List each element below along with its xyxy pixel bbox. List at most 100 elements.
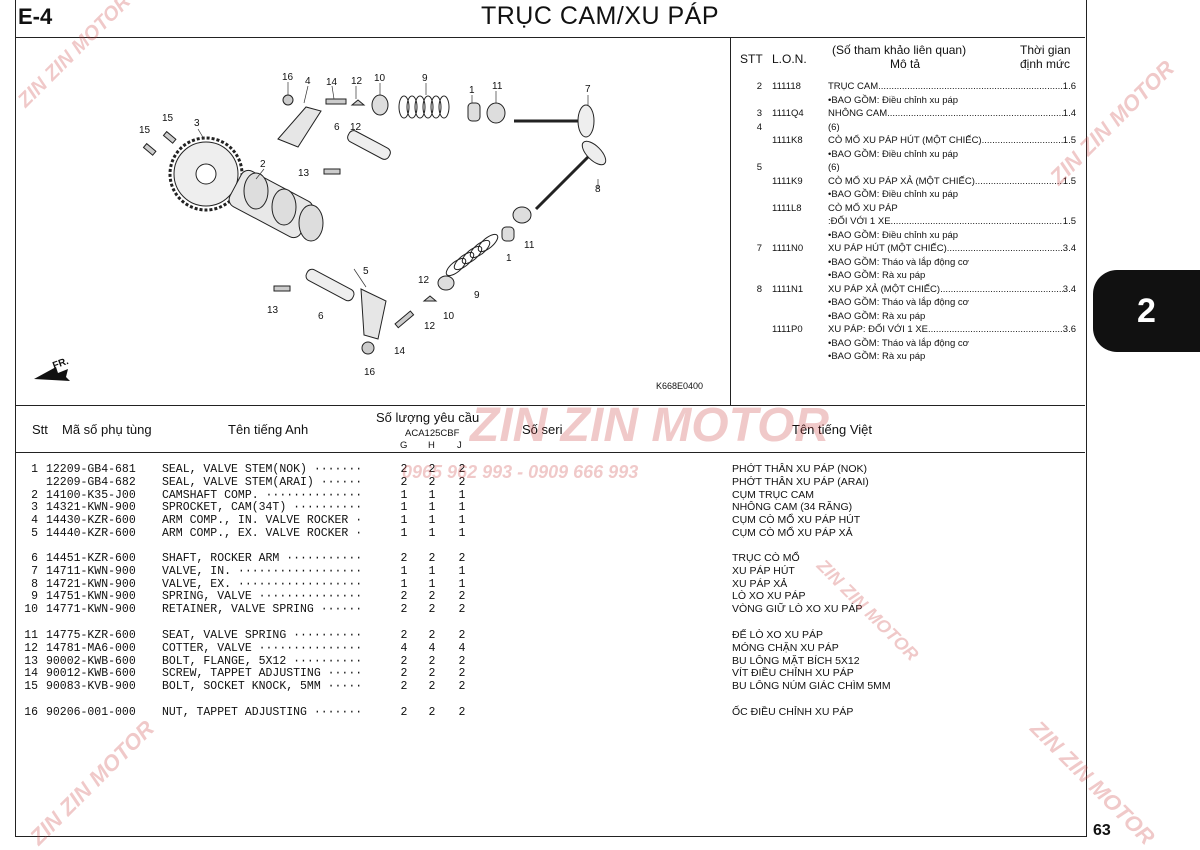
seal-bottom-shape xyxy=(501,226,515,242)
cell-j: 2 xyxy=(458,629,466,642)
ref-row-desc-text: •BAO GỒM: Rà xu páp xyxy=(828,310,926,322)
cell-j: 2 xyxy=(458,463,466,476)
ref-row-leader-dots xyxy=(982,135,1063,146)
cell-eng: SEAL, VALVE STEM(ARAI) ······ xyxy=(162,475,363,489)
ref-row-value: 1.5 xyxy=(1062,216,1076,227)
rocker-arm-ex-shape xyxy=(360,288,387,340)
cell-stt: 10 xyxy=(24,603,38,617)
cell-g: 2 xyxy=(400,667,408,681)
callout-14: 14 xyxy=(326,77,338,88)
cell-eng: VALVE, IN. ·················· xyxy=(162,564,363,578)
cell-vn: LÒ XO XU PÁP xyxy=(732,590,806,603)
callout-7: 7 xyxy=(585,84,591,95)
front-arrow-icon: FR. xyxy=(34,356,70,381)
cell-vn: XU PÁP XẢ xyxy=(732,577,788,590)
screw-14b-shape xyxy=(394,310,415,329)
cell-eng: BOLT, SOCKET KNOCK, 5MM ····· xyxy=(162,680,363,694)
col-qty-header: Số lượng yêu cầu xyxy=(376,410,480,425)
cell-stt: 11 xyxy=(24,629,38,642)
cotter-top-shape xyxy=(350,99,366,106)
ref-row-leader-dots xyxy=(891,216,1063,227)
ref-row-desc: NHÔNG CAM1.4 xyxy=(828,108,1076,119)
camshaft-shape xyxy=(228,169,324,242)
cell-part: 14775-KZR-600 xyxy=(46,629,136,642)
cell-g: 2 xyxy=(400,463,408,476)
ref-row-desc: (6) xyxy=(828,162,1076,173)
ref-header-stt: STT xyxy=(740,52,763,66)
col-part-header: Mã số phụ tùng xyxy=(62,422,152,437)
ref-row-lon: 1111Q4 xyxy=(772,108,804,119)
ref-row-lon: 1111K9 xyxy=(772,175,803,187)
callout-12: 12 xyxy=(351,76,363,87)
cell-part: 90012-KWB-600 xyxy=(46,667,136,681)
valve-spring-top-shape xyxy=(398,95,450,119)
title-divider xyxy=(15,37,1085,38)
col-g-header: G xyxy=(400,440,408,451)
callout-6a: 6 xyxy=(334,122,340,133)
cell-part: 90083-KVB-900 xyxy=(46,680,136,694)
callout-13b: 13 xyxy=(267,305,279,316)
intake-valve-shape xyxy=(514,104,595,138)
bolt-13b-shape xyxy=(273,285,291,292)
ref-row-leader-dots xyxy=(928,324,1063,335)
cell-eng: SEAT, VALVE SPRING ·········· xyxy=(162,629,363,642)
cell-part: 14430-KZR-600 xyxy=(46,514,136,528)
ref-row-desc-text: XU PÁP HÚT (MỘT CHIẾC) xyxy=(828,243,947,254)
cell-j: 1 xyxy=(458,501,466,515)
cell-j: 2 xyxy=(458,475,466,489)
callout-1b: 1 xyxy=(506,253,512,264)
cell-eng: SPROCKET, CAM(34T) ·········· xyxy=(162,501,363,515)
cell-vn: VÍT ĐIỀU CHỈNH XU PÁP xyxy=(732,667,854,680)
callout-11: 11 xyxy=(492,81,503,92)
cell-eng: RETAINER, VALVE SPRING ······ xyxy=(162,603,363,617)
cell-j: 1 xyxy=(458,514,466,528)
cell-g: 1 xyxy=(400,488,408,502)
cell-eng: SPRING, VALVE ··············· xyxy=(162,590,363,604)
rocker-shaft-top-shape xyxy=(347,130,391,160)
cell-part: 14451-KZR-600 xyxy=(46,552,136,565)
cell-g: 1 xyxy=(400,527,408,540)
cell-stt: 13 xyxy=(24,654,38,668)
ref-row-lon: 1111N0 xyxy=(772,243,804,254)
ref-header-desc: Mô tả xyxy=(890,57,921,71)
ref-row-leader-dots xyxy=(887,108,1063,119)
ref-row-desc-text: •BAO GỒM: Tháo và lắp động cơ xyxy=(828,256,969,268)
table-row: 11 14775-KZR-600 SEAT, VALVE SPRING ······… xyxy=(0,629,1085,642)
cell-eng: COTTER, VALVE ··············· xyxy=(162,641,363,655)
callout-3: 3 xyxy=(194,118,200,129)
cell-eng: NUT, TAPPET ADJUSTING ······· xyxy=(162,706,363,719)
ref-row-value: 1.5 xyxy=(1062,135,1076,146)
cell-h: 1 xyxy=(428,527,436,540)
ref-row-desc-text: CÒ MỔ XU PÁP HÚT (MỘT CHIẾC) xyxy=(828,135,982,146)
cell-stt: 2 xyxy=(31,488,38,502)
ref-row-desc: XU PÁP: ĐỐI VỚI 1 XE3.6 xyxy=(828,324,1076,335)
cotter-bottom-shape xyxy=(422,295,438,302)
callout-16b: 16 xyxy=(364,367,376,378)
col-eng-header: Tên tiếng Anh xyxy=(228,422,309,437)
ref-row-stt: 5 xyxy=(756,162,762,173)
table-top-divider xyxy=(15,405,1085,406)
ref-row-stt: 3 xyxy=(756,108,762,119)
ref-row-lon: 111118 xyxy=(772,81,801,92)
ref-row-desc: •BAO GỒM: Tháo và lắp động cơ xyxy=(828,257,1076,268)
cell-j: 2 xyxy=(458,552,466,565)
diagram-divider xyxy=(730,38,731,406)
callout-12d: 12 xyxy=(424,321,436,332)
callout-15b: 15 xyxy=(139,125,151,136)
bolt-15b-shape xyxy=(162,130,177,144)
ref-row-desc-text: •BAO GỒM: Điều chỉnh xu páp xyxy=(828,229,959,241)
ref-header-time-top: Thời gian xyxy=(1020,43,1071,57)
cell-g: 2 xyxy=(400,680,408,694)
cell-eng: SCREW, TAPPET ADJUSTING ····· xyxy=(162,667,363,681)
ref-row-desc-text: •BAO GỒM: Điều chỉnh xu páp xyxy=(828,148,959,160)
cell-stt: 5 xyxy=(31,527,38,540)
cell-eng: ARM COMP., IN. VALVE ROCKER · xyxy=(162,514,363,528)
ref-header-desc-top: (Số tham khảo liên quan) xyxy=(832,43,967,57)
callout-15a: 15 xyxy=(162,113,174,124)
